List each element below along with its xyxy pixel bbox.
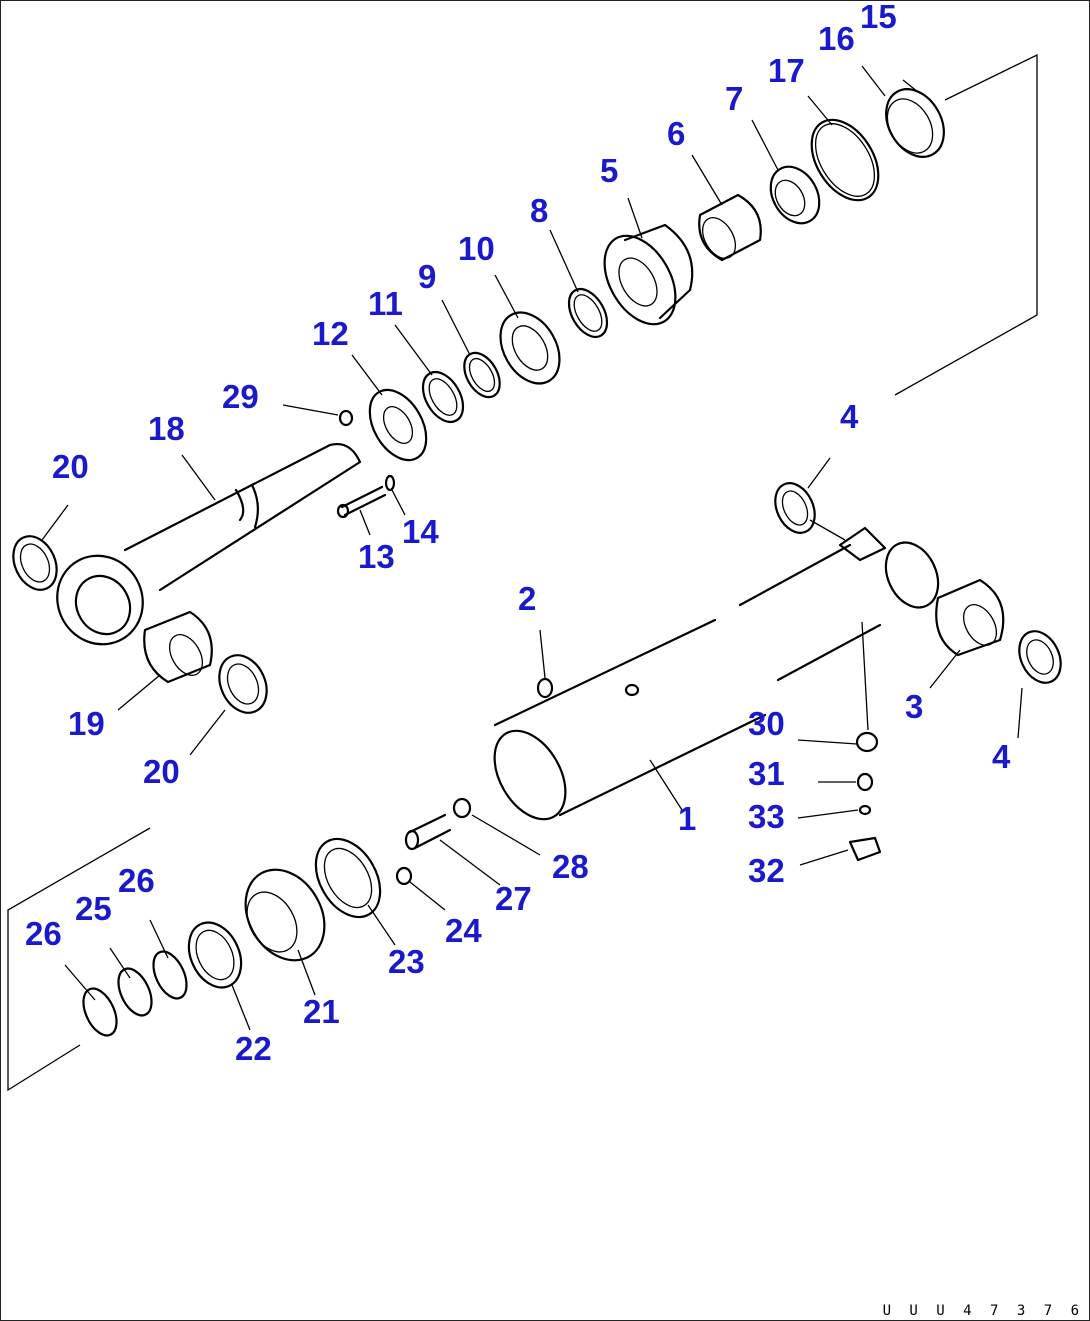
callout-2: 2 (518, 580, 536, 617)
callout-33: 33 (748, 798, 785, 835)
part-27-screw (404, 813, 452, 851)
part-29-plug (338, 409, 354, 427)
part-6-bushing (698, 193, 762, 262)
callout-27: 27 (495, 880, 532, 917)
callout-8: 8 (530, 192, 548, 229)
part-20-dust-seal-a (12, 535, 58, 591)
drawing-code: U U U 4 7 3 7 6 (882, 1303, 1084, 1319)
part-8-ring (567, 288, 609, 338)
part-14-washer (384, 474, 396, 492)
part-23-ring (314, 837, 382, 919)
part-number-callouts: 15 16 17 7 6 5 8 10 9 11 12 29 18 20 14 … (25, 0, 1011, 1067)
part-4-dust-seal-b (1018, 630, 1062, 684)
callout-5: 5 (600, 152, 618, 189)
part-19-bushing (143, 610, 213, 684)
callout-22: 22 (235, 1030, 272, 1067)
part-20-dust-seal-b (218, 654, 268, 714)
leader-lines (41, 65, 1023, 1031)
callout-15: 15 (860, 0, 897, 35)
part-30-31-33-32-fittings (848, 731, 882, 862)
part-22-wear-ring (187, 921, 243, 989)
callout-17: 17 (768, 52, 805, 89)
callout-18: 18 (148, 410, 185, 447)
part-26-25-rings (82, 950, 188, 1037)
part-3-bushing (935, 578, 1005, 657)
callout-3: 3 (905, 688, 923, 725)
callout-24: 24 (445, 912, 482, 949)
part-9-ring (463, 351, 501, 399)
part-21-piston (244, 868, 326, 962)
callout-31: 31 (748, 755, 785, 792)
callout-20-a: 20 (52, 448, 89, 485)
callout-21: 21 (303, 993, 340, 1030)
callout-12: 12 (312, 315, 349, 352)
callout-11: 11 (368, 285, 403, 322)
callout-1: 1 (678, 800, 696, 837)
part-17-o-ring (810, 118, 880, 202)
part-12-plate (368, 388, 428, 462)
part-2-grease-fitting (536, 677, 554, 699)
callout-7: 7 (725, 80, 743, 117)
part-24-set-screw (395, 866, 413, 886)
part-7-rod-packing (769, 165, 821, 225)
callout-14: 14 (402, 513, 439, 550)
callout-16: 16 (818, 20, 855, 57)
part-10-packing (499, 311, 561, 385)
callout-9: 9 (418, 258, 436, 295)
callout-4-b: 4 (992, 738, 1011, 775)
part-18-piston-rod (56, 443, 362, 646)
callout-23: 23 (388, 943, 425, 980)
callout-26-b: 26 (118, 862, 155, 899)
part-13-bolt (336, 485, 387, 519)
part-15-dust-seal (885, 88, 945, 158)
callout-30: 30 (748, 705, 785, 742)
callout-29: 29 (222, 378, 259, 415)
callout-26-a: 26 (25, 915, 62, 952)
part-5-cylinder-head (603, 223, 694, 326)
callout-10: 10 (458, 230, 495, 267)
callout-20-b: 20 (143, 753, 180, 790)
assembly-axis-lines (7, 53, 1038, 1092)
callout-32: 32 (748, 852, 785, 889)
part-11-ring (421, 371, 465, 423)
callout-25: 25 (75, 890, 112, 927)
callout-4-a: 4 (840, 398, 859, 435)
callout-19: 19 (68, 705, 105, 742)
callout-13: 13 (358, 538, 395, 575)
part-1-cylinder-tube (493, 526, 940, 821)
part-28-nut (452, 797, 472, 819)
part-4-dust-seal-a (774, 482, 816, 534)
callout-6: 6 (667, 115, 685, 152)
callout-28: 28 (552, 848, 589, 885)
